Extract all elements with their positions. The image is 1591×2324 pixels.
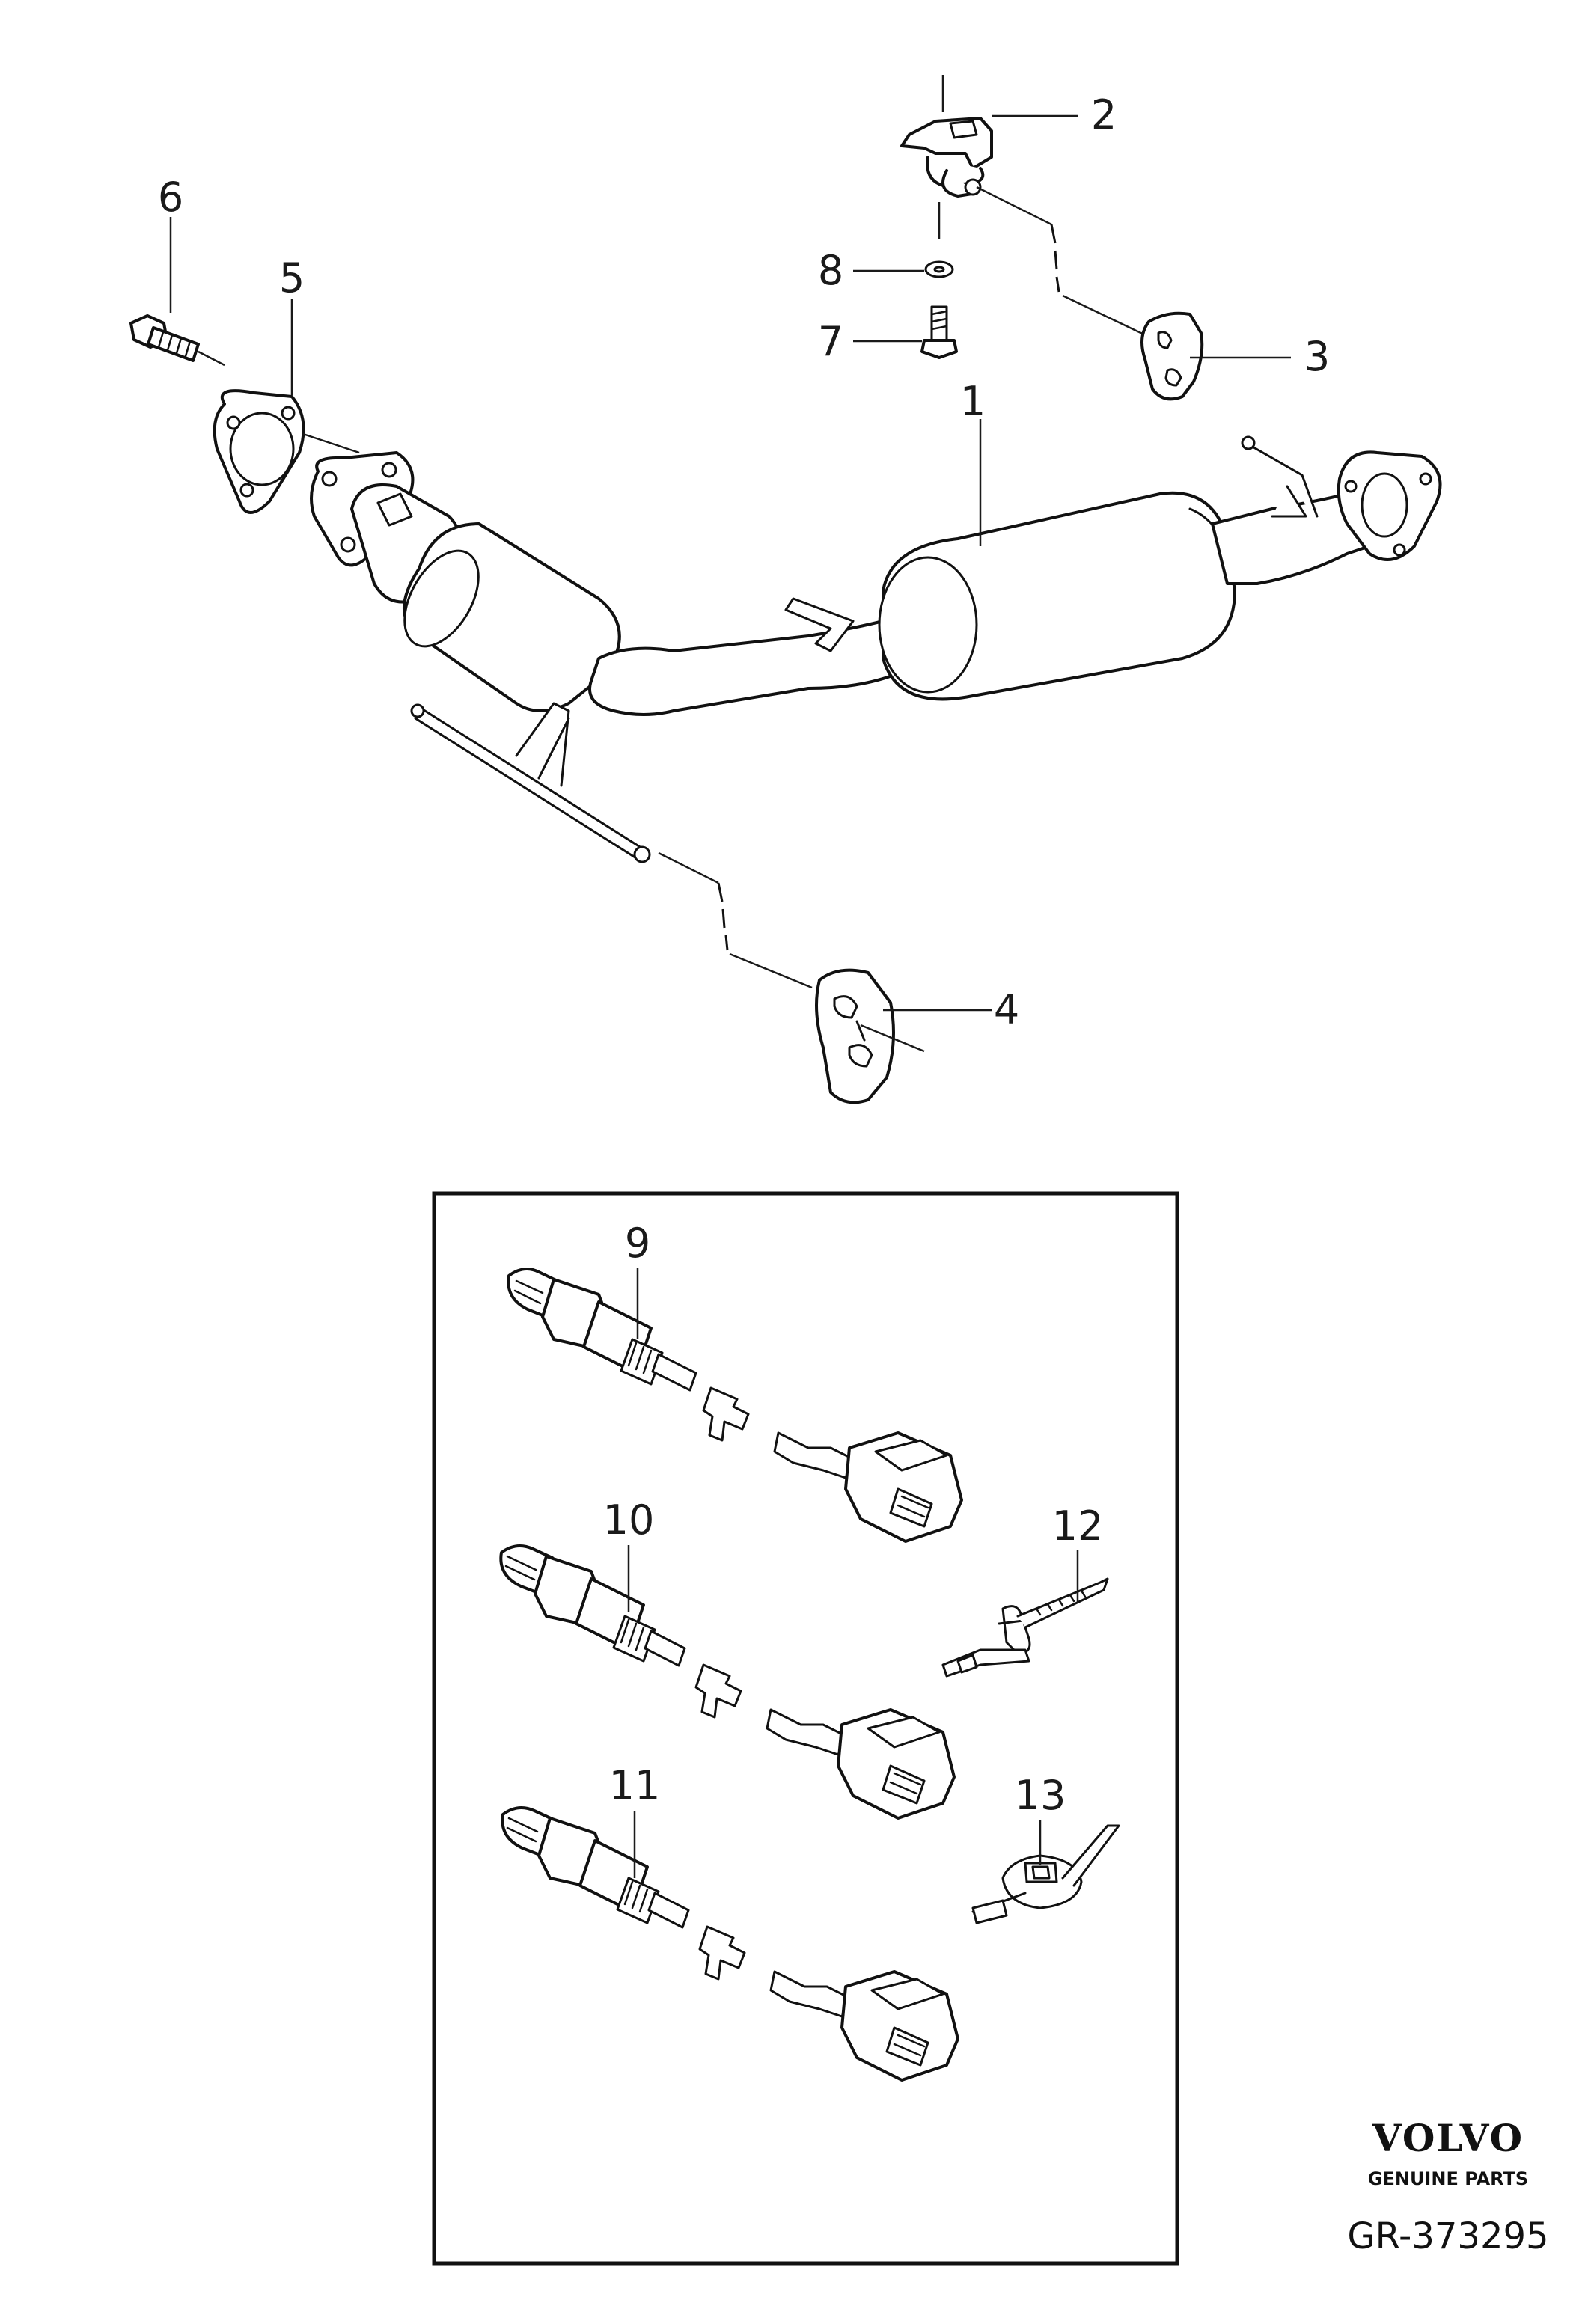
part-10-oxygen-sensor[interactable] — [499, 1544, 956, 1820]
part-12-cable-tie[interactable] — [941, 1577, 1109, 1678]
callout-6: 6 — [158, 174, 183, 221]
part-6-bolt[interactable] — [129, 314, 200, 362]
part-4-extension-line-top — [658, 851, 719, 884]
part-11-oxygen-sensor[interactable] — [501, 1806, 959, 2082]
part-5-gasket[interactable] — [213, 389, 305, 514]
callout-1: 1 — [960, 378, 986, 425]
callout-3: 3 — [1304, 333, 1330, 380]
callout-9: 9 — [625, 1220, 650, 1267]
callout-8: 8 — [818, 247, 843, 294]
part-9-oxygen-sensor[interactable] — [507, 1268, 963, 1543]
callout-5: 5 — [279, 254, 305, 302]
diagram-reference: GR-373295 — [1347, 2216, 1548, 2257]
callout-4: 4 — [994, 986, 1019, 1033]
callout-11: 11 — [609, 1762, 661, 1809]
part-2-hanger-bracket[interactable] — [900, 75, 993, 198]
part-4-extension-line-bottom — [729, 952, 813, 989]
part-4-break-line — [717, 882, 729, 951]
part-5-extension-line — [302, 432, 360, 454]
part-3-extension-line — [1062, 294, 1149, 338]
callout-10: 10 — [603, 1496, 655, 1544]
genuine-parts-label: GENUINE PARTS — [1368, 2168, 1528, 2189]
callout-13: 13 — [1015, 1772, 1066, 1819]
sensor-box-frame — [432, 1191, 1179, 2266]
part-6-extension-line — [198, 350, 225, 367]
part-2-extension-line — [976, 186, 1052, 226]
part-4-rubber-hanger[interactable] — [815, 968, 895, 1104]
part-3-break-line — [1050, 224, 1060, 293]
part-7-screw[interactable] — [920, 305, 958, 359]
callout-7: 7 — [818, 318, 843, 365]
part-4-through-line — [860, 1024, 925, 1053]
callout-12: 12 — [1052, 1502, 1104, 1550]
part-1-front-pipe-catalytic-converter[interactable] — [310, 435, 1442, 863]
volvo-logo: VOLVO — [1372, 2116, 1524, 2160]
callout-2: 2 — [1091, 91, 1117, 138]
part-8-washer[interactable] — [924, 260, 954, 278]
part-3-rubber-hanger[interactable] — [1140, 311, 1204, 401]
part-13-clip[interactable] — [971, 1824, 1120, 1924]
